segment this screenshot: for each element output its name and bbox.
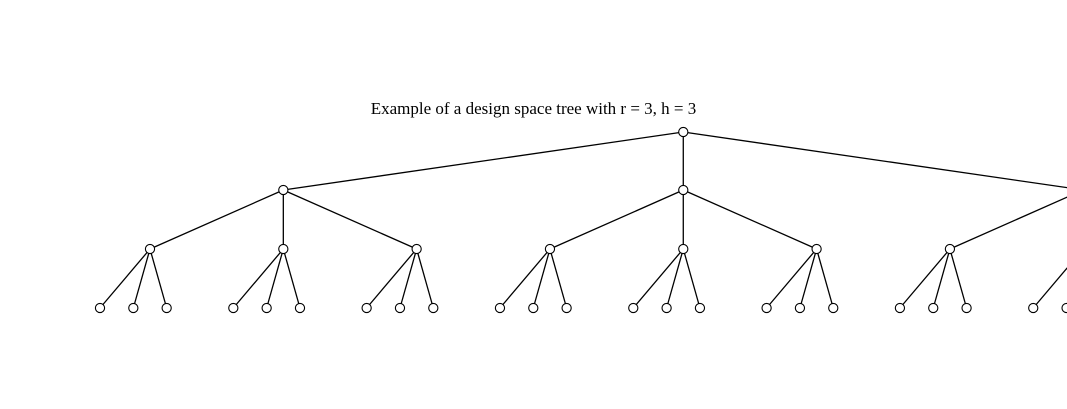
tree-node — [678, 184, 689, 196]
tree-edge — [549, 248, 568, 309]
tree-leaf-node — [361, 302, 372, 314]
tree-edge — [665, 248, 684, 309]
tree-leaf-node — [428, 302, 439, 314]
tree-edge — [532, 248, 551, 309]
tree-node — [278, 184, 289, 196]
tree-edges — [99, 131, 1067, 309]
tree-leaf-node — [928, 302, 939, 314]
tree-node — [411, 243, 422, 255]
tree-node — [944, 243, 956, 255]
tree-leaf-node — [394, 302, 406, 314]
tree-edge — [149, 189, 284, 250]
tree-leaf-node — [961, 302, 972, 314]
tree-edge — [815, 248, 834, 309]
tree-nodes — [94, 126, 1067, 314]
tree-node — [278, 243, 289, 255]
tree-edge — [549, 189, 684, 250]
tree-edge — [99, 248, 151, 309]
tree-leaf-node — [528, 302, 539, 314]
tree-leaf-node — [561, 302, 572, 314]
tree-leaf-node — [828, 302, 839, 314]
tree-edge — [632, 248, 684, 309]
tree-leaf-node — [494, 302, 506, 314]
tree-edge — [266, 248, 284, 309]
tree-node — [144, 243, 156, 255]
tree-leaf-node — [794, 302, 806, 314]
tree-edge — [149, 248, 168, 309]
tree-leaf-node — [1028, 302, 1039, 314]
tree-leaf-node — [161, 302, 172, 314]
tree-leaf-node — [694, 302, 706, 314]
tree-leaf-node — [261, 302, 272, 314]
tree-edge — [283, 189, 417, 250]
tree-edge — [766, 248, 818, 309]
tree-edge — [949, 248, 968, 309]
tree-leaf-node — [628, 302, 639, 314]
tree-edge — [932, 248, 951, 309]
tree-edge — [232, 248, 284, 309]
diagram-title: Example of a design space tree with r = … — [370, 99, 697, 118]
tree-edge — [683, 131, 1067, 189]
tree-edge — [683, 189, 817, 250]
tree-edge — [799, 248, 818, 309]
tree-edge — [682, 248, 701, 309]
tree-edge — [499, 248, 551, 309]
tree-edge — [282, 248, 301, 309]
tree-edge — [283, 131, 684, 191]
tree-edge — [399, 248, 418, 309]
tree-leaf-node — [128, 302, 139, 314]
tree-edge — [366, 248, 418, 309]
tree-edge — [132, 248, 151, 309]
tree-leaf-node — [228, 302, 239, 314]
tree-leaf-node — [94, 302, 106, 314]
tree-leaf-node — [294, 302, 306, 314]
tree-edge — [416, 248, 434, 309]
tree-node — [544, 243, 556, 255]
tree-edge — [949, 196, 1067, 250]
tree-node — [678, 243, 689, 255]
tree-leaf-node — [894, 302, 906, 314]
tree-root-node — [678, 126, 689, 138]
tree-leaf-node — [1061, 302, 1067, 314]
tree-leaf-node — [761, 302, 772, 314]
tree-node — [811, 243, 822, 255]
tree-edge — [899, 248, 951, 309]
tree-edge — [1032, 267, 1067, 309]
tree-leaf-node — [661, 302, 672, 314]
